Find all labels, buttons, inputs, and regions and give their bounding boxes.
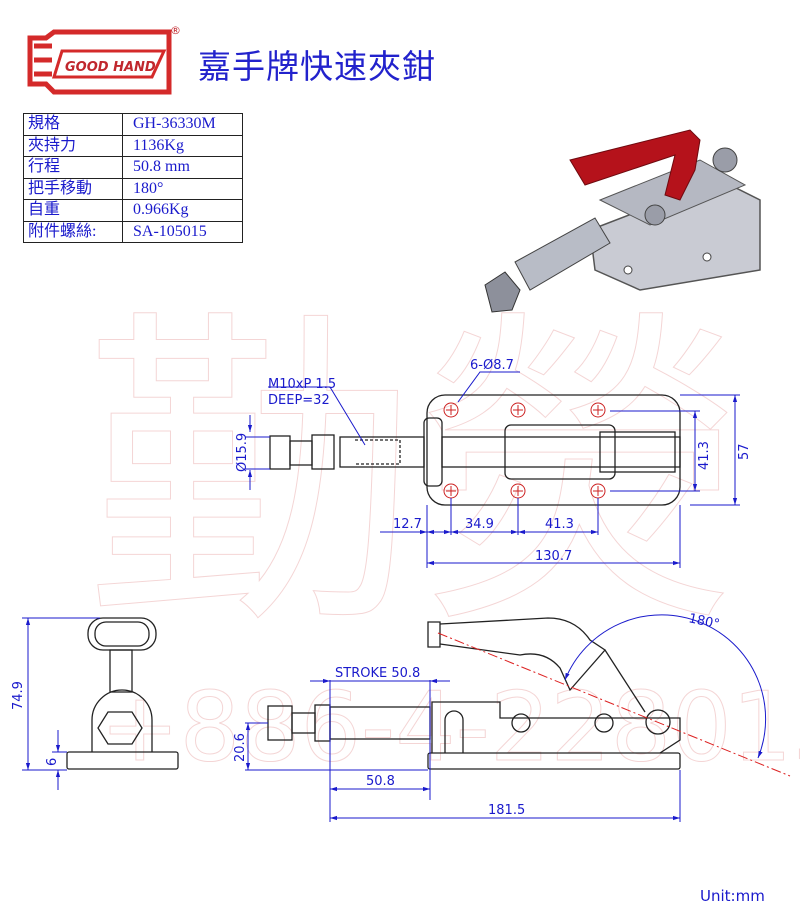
spec-label: 自重 [23, 199, 123, 222]
holes-label: 6-Ø8.7 [470, 358, 514, 373]
side-view-labels: STROKE 50.8 20.6 50.8 181.5 180° [233, 611, 721, 818]
table-row: 附件螺絲:SA-105015 [23, 220, 243, 243]
dim-base-length: 130.7 [535, 549, 572, 564]
spec-label: 夾持力 [23, 134, 123, 157]
end-view [66, 617, 179, 770]
registered-mark: ® [170, 24, 181, 37]
watermark-phone: +886-4-22801518 [100, 673, 800, 783]
spec-value: SA-105015 [122, 220, 243, 243]
spec-value: GH-36330M [122, 113, 243, 136]
clamp-3d-render [484, 129, 761, 313]
dim-stroke: 50.8 [366, 774, 395, 789]
dim-rod-height: 20.6 [233, 733, 248, 762]
dim-edge-offset: 12.7 [393, 517, 422, 532]
dim-hole-pitch-2: 41.3 [545, 517, 574, 532]
spec-value: 50.8 mm [122, 156, 243, 179]
thread-depth-label: DEEP=32 [268, 393, 330, 408]
top-view-labels: 6-Ø8.7 M10xP 1.5 DEEP=32 Ø15.9 41.3 57 1… [235, 358, 752, 564]
logo-text: GOOD HAND [65, 60, 156, 75]
dim-base-width: 57 [737, 443, 752, 460]
unit-label: Unit:mm [700, 887, 765, 905]
spec-label: 附件螺絲: [23, 220, 123, 243]
watermark-characters: 勤熒 [85, 284, 745, 668]
dim-hole-pitch-1: 34.9 [465, 517, 494, 532]
end-view-labels: 74.9 6 [11, 681, 60, 766]
side-view-dimensions [245, 614, 767, 822]
good-hand-logo: GOOD HAND ® [24, 24, 184, 99]
spec-label: 把手移動 [23, 177, 123, 200]
stroke-label: STROKE 50.8 [335, 666, 420, 681]
dim-rod-diameter: Ø15.9 [235, 433, 250, 472]
watermark: 勤熒 +886-4-22801518 [85, 284, 800, 784]
dim-hole-span-vertical: 41.3 [697, 441, 712, 470]
dim-total-length: 181.5 [488, 803, 525, 818]
end-view-dimensions [22, 617, 100, 790]
thread-label: M10xP 1.5 [268, 377, 336, 392]
page-title: 嘉手牌快速夾鉗 [198, 47, 436, 86]
mounting-holes [443, 402, 606, 499]
top-view-dimensions [245, 371, 740, 568]
spec-value: 1136Kg [122, 134, 243, 157]
dim-handle-angle: 180° [687, 611, 721, 632]
dim-base-thickness: 6 [45, 758, 60, 766]
top-view [269, 394, 681, 506]
dim-height: 74.9 [11, 681, 26, 710]
